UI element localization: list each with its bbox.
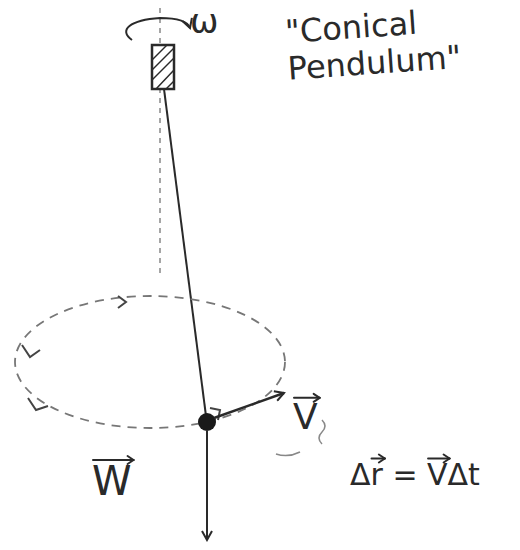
pivot-box bbox=[152, 45, 174, 89]
weight-label: W bbox=[92, 458, 152, 504]
pendulum-bob bbox=[198, 413, 216, 431]
title-note: "Conical Pendulum" bbox=[284, 0, 511, 87]
angular-velocity-label: ω bbox=[190, 2, 250, 41]
velocity-label: V bbox=[293, 396, 343, 437]
velocity-arrow bbox=[214, 393, 284, 418]
weight-arrow bbox=[206, 431, 208, 540]
pivot-hatch bbox=[152, 45, 174, 89]
displacement-label: Δr = VΔt bbox=[350, 458, 515, 493]
pendulum-string bbox=[164, 89, 206, 416]
direction-ticks bbox=[22, 296, 220, 420]
rotation-arrow bbox=[126, 18, 190, 40]
circular-path bbox=[15, 296, 285, 428]
